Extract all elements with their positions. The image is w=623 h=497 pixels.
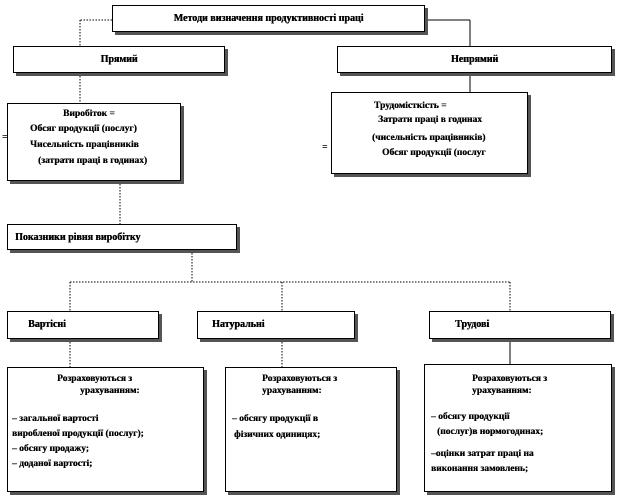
details-item: – обсягу продукції в xyxy=(232,414,318,424)
natural-indicators-label: Натуральні xyxy=(212,319,265,330)
direct-method-box: Прямий xyxy=(13,46,225,73)
details-item: – обсягу продукції xyxy=(431,412,510,422)
formula-output-denominator-alt: (затрати праці в годинах) xyxy=(38,156,148,166)
formula-output-numerator: Обсяг продукції (послуг) xyxy=(30,124,137,134)
details-item: – обсягу продажу; xyxy=(12,444,89,454)
equals-sign: = xyxy=(322,142,328,153)
value-details-box: Розраховуються з урахуванням: – загально… xyxy=(7,367,204,492)
details-heading: урахуванням: xyxy=(80,386,140,396)
details-item: (послуг)в нормогодинах; xyxy=(437,427,544,437)
details-item: – доданої вартості; xyxy=(12,459,93,469)
details-heading: Розраховуються з xyxy=(57,374,132,384)
indirect-method-box: Непрямий xyxy=(337,46,612,73)
title-box: Методи визначення продуктивності праці xyxy=(112,5,425,32)
formula-output-head: Виробіток = xyxy=(63,109,115,119)
labor-intensity-formula-box: Трудомісткість = Затрати праці в годинах… xyxy=(331,92,528,174)
formula-output-denominator: Чисельність працівників xyxy=(30,140,139,150)
details-item: виробленої продукції (послуг); xyxy=(12,429,144,439)
details-heading: Розраховуються з xyxy=(262,374,337,384)
formula-labor-numerator-alt: (чисельність працівників) xyxy=(372,133,486,143)
indicators-label: Показники рівня виробітку xyxy=(15,232,141,243)
details-item: –оцінки затрат праці на xyxy=(431,449,534,459)
details-heading: урахуванням: xyxy=(472,386,532,396)
details-item: виконання замовлень; xyxy=(431,464,529,474)
diagram-title: Методи визначення продуктивності праці xyxy=(173,13,364,24)
natural-details-box: Розраховуються з урахуванням: – обсягу п… xyxy=(225,367,397,492)
details-heading: урахуванням: xyxy=(262,386,322,396)
formula-labor-denominator: Обсяг продукції (послуг xyxy=(382,148,486,158)
details-item: – загальної вартості xyxy=(12,414,99,424)
labor-indicators-label: Трудові xyxy=(455,319,490,330)
formula-labor-head: Трудомісткість = xyxy=(374,101,447,111)
output-formula-box: Виробіток = Обсяг продукції (послуг) Чис… xyxy=(7,103,181,181)
labor-details-box: Розраховуються з урахуванням: – обсягу п… xyxy=(424,364,612,492)
indicators-box: Показники рівня виробітку xyxy=(7,224,237,250)
direct-method-label: Прямий xyxy=(100,54,138,65)
labor-indicators-box: Трудові xyxy=(429,311,611,339)
natural-indicators-box: Натуральні xyxy=(197,311,355,339)
details-item: фізичних одиницях; xyxy=(234,430,321,440)
indirect-method-label: Непрямий xyxy=(450,54,499,65)
value-indicators-box: Вартісні xyxy=(7,311,159,339)
value-indicators-label: Вартісні xyxy=(28,319,66,330)
details-heading: Розраховуються з xyxy=(472,374,547,384)
formula-labor-numerator: Затрати праці в годинах xyxy=(378,115,482,125)
equals-sign: = xyxy=(2,132,8,143)
